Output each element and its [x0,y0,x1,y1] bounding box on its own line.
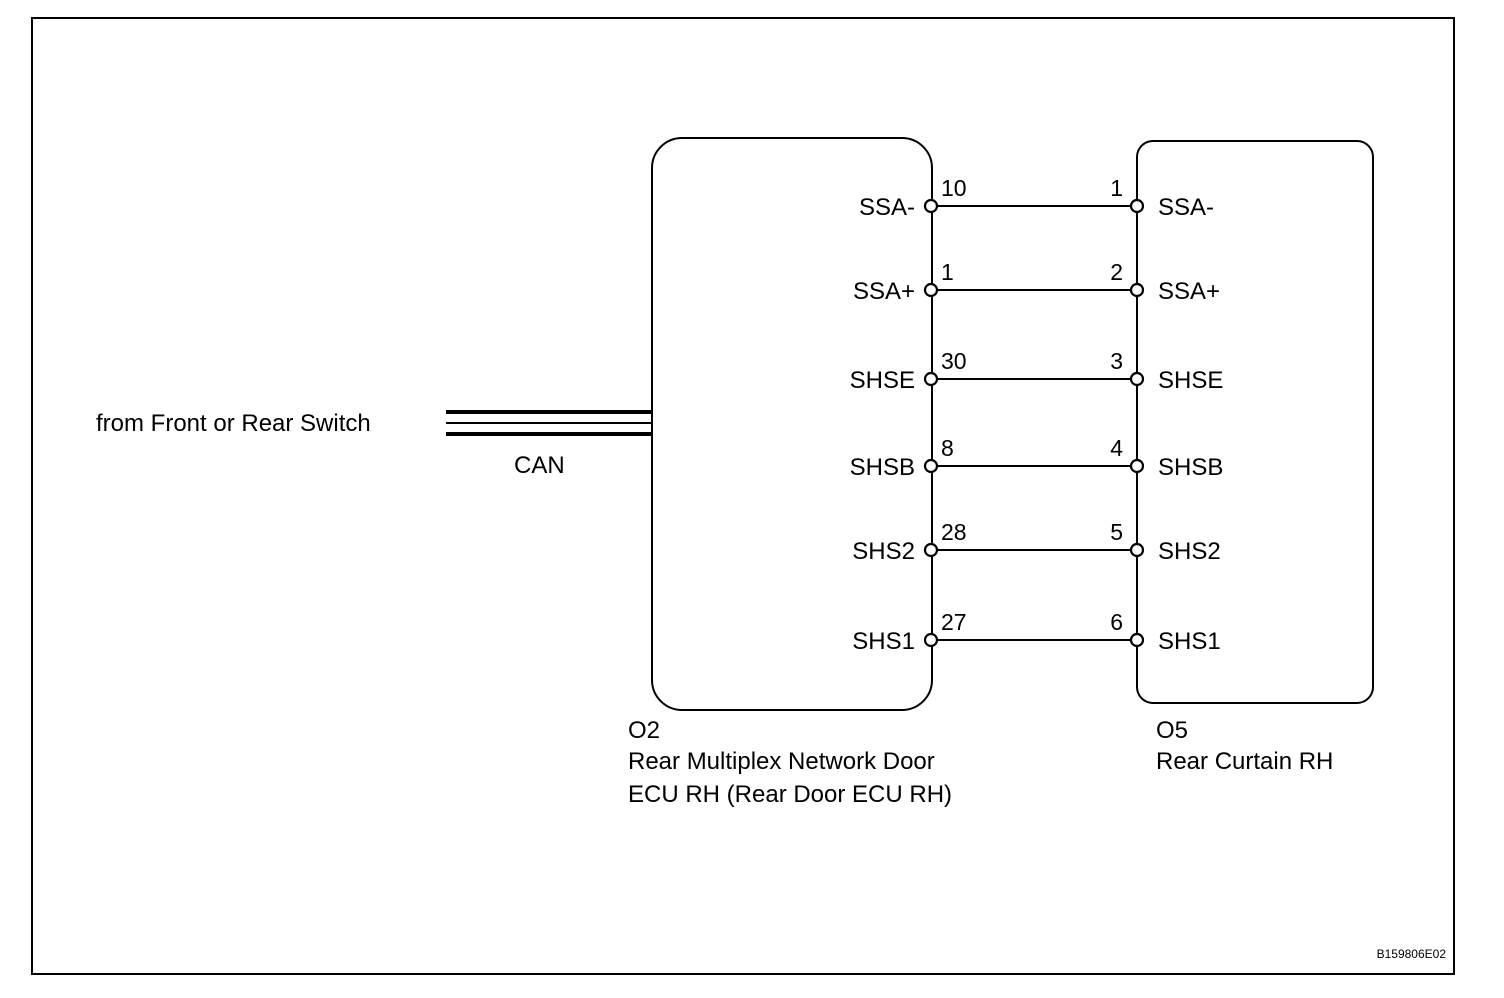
ecu-terminal [923,282,939,298]
curtain-terminal [1129,371,1145,387]
curtain-signal-label: SSA- [1158,194,1214,221]
ecu-pin-number: 28 [941,519,967,545]
curtain-pin-number: 3 [1110,348,1123,374]
ecu-pin-number: 10 [941,175,967,201]
ecu-terminal [923,632,939,648]
curtain-signal-label: SHS1 [1158,628,1221,655]
curtain-pin-number: 6 [1110,609,1123,635]
curtain-terminal [1129,282,1145,298]
ecu-signal-label: SHSE [850,367,915,394]
ecu-name-line2: ECU RH (Rear Door ECU RH) [628,781,952,808]
ecu-signal-label: SHS1 [852,628,915,655]
ecu-terminal [923,371,939,387]
ecu-terminal [923,458,939,474]
ecu-name-line1: Rear Multiplex Network Door [628,748,935,775]
curtain-name-line1: Rear Curtain RH [1156,748,1333,775]
can-label: CAN [514,452,565,479]
ecu-code: O2 [628,717,660,744]
ecu-signal-label: SHS2 [852,538,915,565]
can-bus-lines [446,410,652,436]
curtain-terminal [1129,198,1145,214]
curtain-pin-number: 2 [1110,259,1123,285]
curtain-pin-number: 4 [1110,435,1123,461]
curtain-pin-number: 5 [1110,519,1123,545]
ecu-pin-number: 8 [941,435,954,461]
ecu-terminal [923,198,939,214]
curtain-terminal [1129,458,1145,474]
ecu-signal-label: SHSB [850,454,915,481]
curtain-terminal [1129,632,1145,648]
figure-code: B159806E02 [1377,947,1447,961]
ecu-pin-number: 30 [941,348,967,374]
source-label: from Front or Rear Switch [96,410,371,437]
curtain-box [1136,140,1374,704]
curtain-terminal [1129,542,1145,558]
ecu-pin-number: 27 [941,609,967,635]
curtain-signal-label: SSA+ [1158,278,1220,305]
ecu-pin-number: 1 [941,259,954,285]
curtain-signal-label: SHSE [1158,367,1223,394]
ecu-signal-label: SSA- [859,194,915,221]
ecu-terminal [923,542,939,558]
curtain-signal-label: SHSB [1158,454,1223,481]
ecu-box [651,137,933,711]
curtain-pin-number: 1 [1110,175,1123,201]
diagram-border [31,17,1455,975]
ecu-signal-label: SSA+ [853,278,915,305]
curtain-code: O5 [1156,717,1188,744]
curtain-signal-label: SHS2 [1158,538,1221,565]
